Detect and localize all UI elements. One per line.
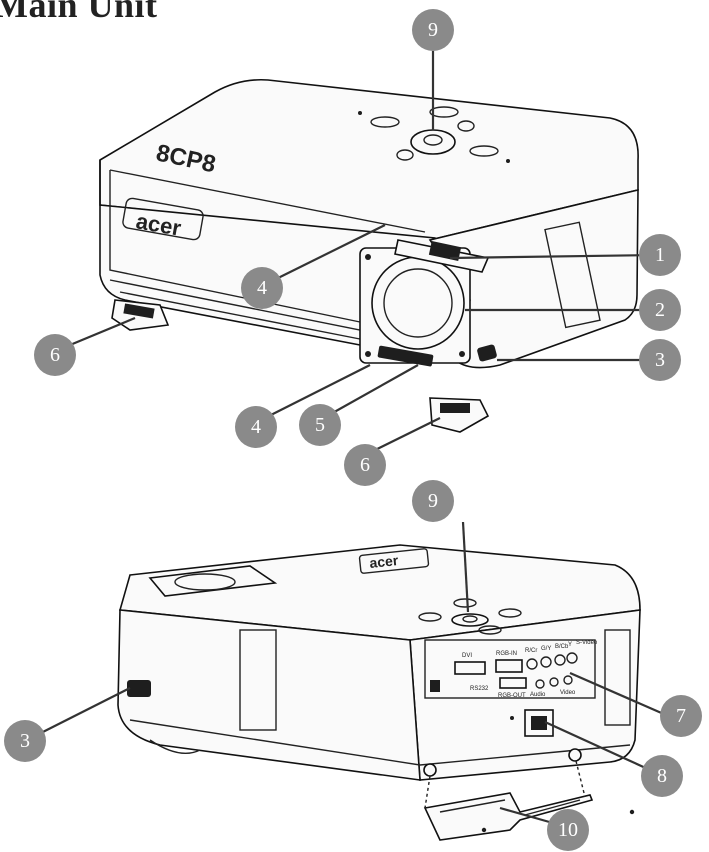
callout-8: 8 [641,755,683,797]
callout-4-upper: 4 [241,267,283,309]
port-label: Video [560,690,576,696]
callout-label: 4 [257,277,267,299]
rgb-out-port [499,677,527,689]
callout-7: 7 [660,695,702,737]
callout-6-left: 6 [34,334,76,376]
control-panel-rear [451,613,489,627]
callout-label: 8 [657,765,667,787]
control-panel-center [410,129,456,155]
callout-label: 6 [50,344,60,366]
projection-lens [371,256,465,350]
connector-panel [424,639,596,699]
callout-label: 5 [315,414,325,436]
port-label: B/Cb [555,644,569,650]
callout-9-top: 9 [412,9,454,51]
dvi-port [454,661,486,675]
port-label: RGB-OUT [498,693,526,699]
callout-label: 2 [655,299,665,321]
callout-10: 10 [547,809,589,851]
callout-9-bottom: 9 [412,480,454,522]
rgb-in-port [495,659,523,673]
callout-label: 7 [676,705,686,727]
callout-label: 4 [251,416,261,438]
page-title: Main Unit [0,0,158,25]
callout-label: 1 [655,244,665,266]
zoom-slider [428,241,462,261]
projector-rear-face [409,609,641,781]
callout-label: 6 [360,454,370,476]
callout-6-right: 6 [344,444,386,486]
port-label: G/Y [541,646,551,652]
port-labels: DVI RGB-IN R/Cr G/Y B/Cb Y S-Video RGB-O… [462,640,598,699]
projector-rear-view: acer DVI RGB-IN R/Cr G/Y B/Cb [117,544,641,841]
projector-left-side [117,609,421,781]
port-label: Y [568,642,572,648]
ir-receiver-rear [127,680,151,697]
callout-label: 3 [655,349,665,371]
callout-5: 5 [299,404,341,446]
callout-label: 10 [558,819,578,841]
port-label: DVI [462,653,472,659]
callout-2: 2 [639,289,681,331]
leader-lines [26,224,667,827]
projector-front-view: acer 8CP8 [99,78,639,433]
port-label: S-Video [576,640,598,646]
rear-adjustment-foot [423,792,594,841]
callout-label: 9 [428,490,438,512]
callout-4-lower: 4 [235,406,277,448]
port-label: Audio [530,692,546,698]
port-label: RGB-IN [496,651,517,657]
callout-1: 1 [639,234,681,276]
port-label: R/Cr [525,648,537,654]
callout-3-top: 3 [639,339,681,381]
ir-receiver-front [477,344,497,362]
port-label: RS232 [470,686,489,692]
callout-label: 9 [428,19,438,41]
leader-line-9-bottom [461,521,470,613]
brand-logo-rear: acer [369,552,400,571]
callout-3-bottom: 3 [4,720,46,762]
callout-label: 3 [20,730,30,752]
kensington-lock [430,680,440,692]
projector-top-surface [99,78,639,241]
elevator-button [377,345,434,367]
callouts: 9 1 2 3 4 4 5 6 [4,9,702,851]
